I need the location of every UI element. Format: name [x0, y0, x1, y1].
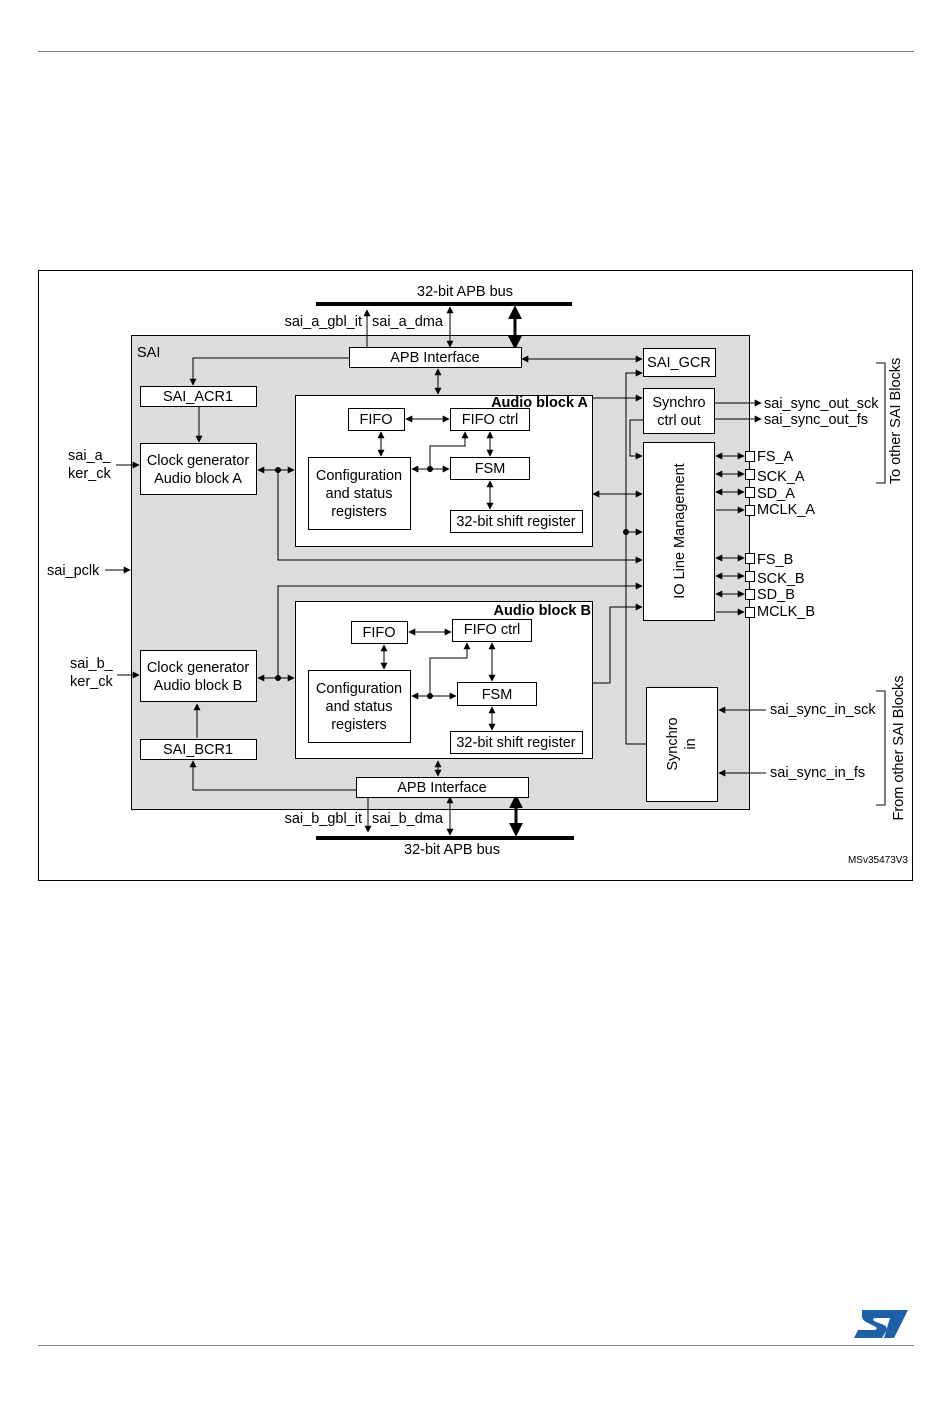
clock-generator-b-line2: Audio block B [154, 678, 243, 694]
sai-label: SAI [137, 345, 160, 361]
sai-a-dma-label: sai_a_dma [372, 314, 444, 330]
pin-sd-b [745, 589, 755, 600]
fsm-b-label: FSM [482, 687, 513, 703]
sai-a-ker-ck-label2: ker_ck [68, 466, 111, 482]
fifo-ctrl-b [452, 619, 532, 642]
sai-acr1-box [140, 386, 257, 407]
config-b-line3: registers [331, 717, 387, 733]
apb-bus-top-label: 32-bit APB bus [417, 284, 513, 300]
sai-bcr1-label: SAI_BCR1 [163, 742, 233, 758]
synchro-in-line1: Synchro [665, 717, 681, 770]
synchro-ctrl-out [643, 388, 715, 434]
pin-sd-b-label: SD_B [757, 587, 795, 603]
to-other-sai-label: To other SAI Blocks [888, 358, 904, 485]
pin-sck-b [745, 571, 755, 582]
config-b-line2: and status [326, 699, 393, 715]
header-rule [38, 51, 914, 52]
shift-register-b [450, 731, 583, 754]
sai-a-ker-ck-label1: sai_a_ [68, 448, 112, 464]
sai-b-gbl-it-label: sai_b_gbl_it [285, 811, 362, 827]
from-other-sai-label: From other SAI Blocks [891, 675, 907, 820]
from-other-bracket [876, 690, 886, 806]
pin-sd-a [745, 487, 755, 498]
synchro-in [646, 687, 718, 802]
figure-frame [38, 270, 913, 881]
config-a-line3: registers [331, 504, 387, 520]
clock-generator-a [140, 443, 257, 495]
apb-interface-bottom-label: APB Interface [397, 780, 486, 796]
shift-register-b-label: 32-bit shift register [456, 735, 575, 751]
synchro-in-line2: in [683, 738, 699, 749]
pins-b: FS_B SCK_B SD_B MCLK_B [715, 552, 815, 620]
fifo-ctrl-a-label: FIFO ctrl [462, 412, 518, 428]
fifo-a [348, 408, 405, 431]
config-a-line1: Configuration [316, 468, 402, 484]
synchro-ctrl-out-line1: Synchro [652, 395, 705, 411]
pin-mclk-a-label: MCLK_A [757, 502, 815, 518]
pin-fs-b-label: FS_B [757, 552, 793, 568]
apb-interface-top-label: APB Interface [390, 350, 479, 366]
pin-sd-a-label: SD_A [757, 486, 795, 502]
clock-generator-a-line1: Clock generator [147, 453, 250, 469]
sai-sync-in-sck-label: sai_sync_in_sck [770, 702, 876, 718]
footer-rule [38, 1345, 914, 1346]
sai-acr1-label: SAI_ACR1 [163, 389, 233, 405]
shift-register-a-label: 32-bit shift register [456, 514, 575, 530]
fifo-ctrl-a [450, 408, 530, 431]
apb-bus-bottom-label: 32-bit APB bus [404, 842, 500, 858]
synchro-ctrl-out-line2: ctrl out [657, 413, 701, 429]
config-registers-a [308, 457, 411, 530]
config-a-line2: and status [326, 486, 393, 502]
sai-sync-out-sck-label: sai_sync_out_sck [764, 396, 879, 412]
sai-gcr-label: SAI_GCR [647, 355, 711, 371]
pin-fs-a-label: FS_A [757, 449, 794, 465]
sai-sync-in-fs-label: sai_sync_in_fs [770, 765, 865, 781]
io-line-management-label: IO Line Management [672, 463, 688, 598]
config-b-line1: Configuration [316, 681, 402, 697]
fifo-b [351, 621, 408, 644]
audio-block-b-title: Audio block B [494, 603, 591, 619]
sai-b-ker-ck-label1: sai_b_ [70, 656, 114, 672]
pin-mclk-a [745, 505, 755, 516]
sai-pclk-label: sai_pclk [47, 563, 100, 579]
pin-fs-a [745, 451, 755, 462]
fifo-a-label: FIFO [359, 412, 392, 428]
pin-sck-a-label: SCK_A [757, 469, 805, 485]
fsm-a [450, 457, 530, 480]
pin-mclk-b [745, 607, 755, 618]
fsm-b [457, 682, 537, 706]
fifo-b-label: FIFO [362, 625, 395, 641]
pins-a: FS_A SCK_A SD_A MCLK_A [715, 449, 815, 518]
sai-sync-out-fs-label: sai_sync_out_fs [764, 412, 868, 428]
sai-b-dma-label: sai_b_dma [372, 811, 444, 827]
to-other-bracket [876, 362, 886, 484]
fifo-ctrl-b-label: FIFO ctrl [464, 622, 520, 638]
sai-b-ker-ck-label2: ker_ck [70, 674, 113, 690]
pin-sck-b-label: SCK_B [757, 571, 805, 587]
st-logo [854, 1310, 908, 1338]
figure-id: MSv35473V3 [848, 855, 908, 866]
pin-sck-a [745, 469, 755, 480]
shift-register-a [450, 510, 583, 533]
config-registers-b [308, 670, 411, 743]
pin-fs-b [745, 553, 755, 564]
sai-a-gbl-it-label: sai_a_gbl_it [285, 314, 362, 330]
clock-generator-b-line1: Clock generator [147, 660, 250, 676]
pin-mclk-b-label: MCLK_B [757, 604, 815, 620]
apb-interface-bottom [356, 777, 529, 798]
sai-gcr-box [643, 348, 716, 377]
clock-generator-a-line2: Audio block A [154, 471, 242, 487]
audio-block-a-title: Audio block A [491, 395, 588, 411]
io-line-management [643, 442, 715, 621]
fsm-a-label: FSM [475, 461, 506, 477]
sai-bcr1-box [140, 739, 257, 760]
clock-generator-b [140, 650, 257, 702]
